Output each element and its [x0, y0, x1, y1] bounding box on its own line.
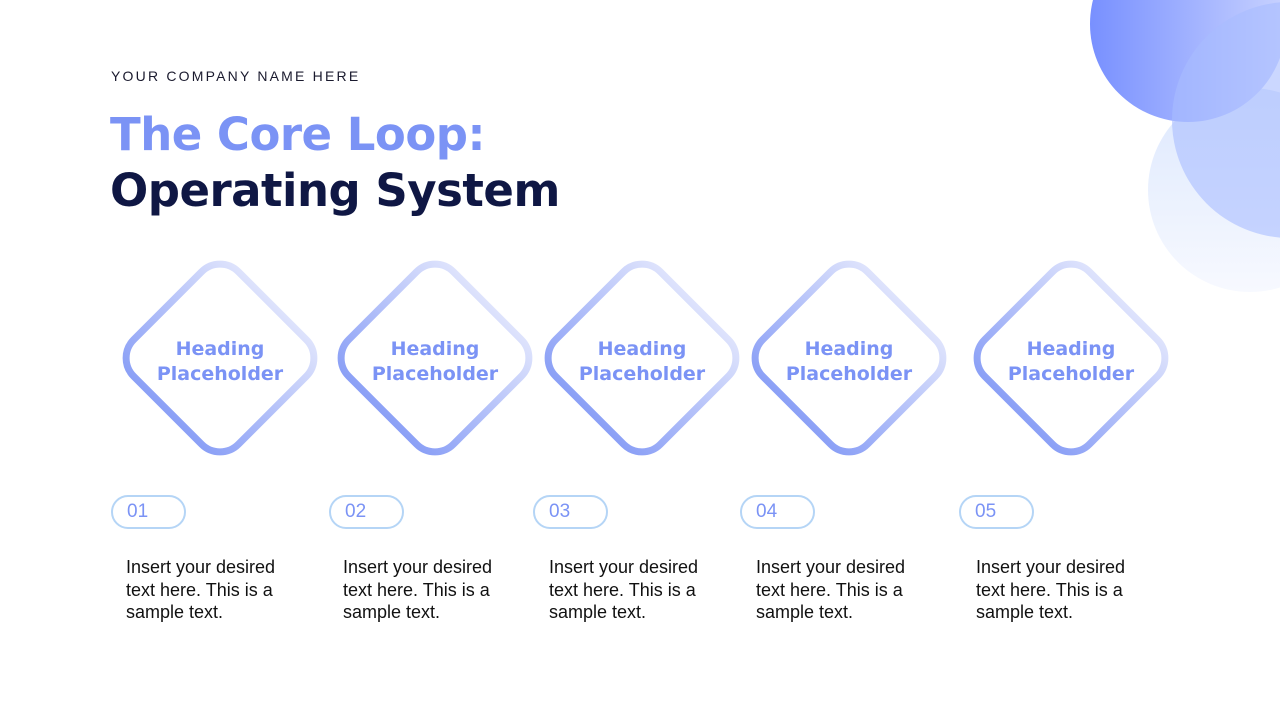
- step-heading: Heading Placeholder: [785, 338, 913, 385]
- decor-circle: [1172, 2, 1280, 238]
- step-heading: Heading Placeholder: [371, 338, 499, 385]
- diamond-shape: [337, 260, 533, 456]
- company-name: YOUR COMPANY NAME HERE: [111, 68, 361, 84]
- step-number-badge: 04: [740, 495, 815, 529]
- step-number-badge: 05: [959, 495, 1034, 529]
- step-description: Insert your desired text here. This is a…: [549, 557, 699, 622]
- step-description: Insert your desired text here. This is a…: [976, 557, 1126, 622]
- title-line-2: Operating System: [110, 164, 560, 217]
- step-description: Insert your desired text here. This is a…: [343, 557, 493, 622]
- step-number-badge: 02: [329, 495, 404, 529]
- step-heading: Heading Placeholder: [578, 338, 706, 385]
- step-number-badge: 03: [533, 495, 608, 529]
- diamond-shape: [544, 260, 740, 456]
- step-number-badge: 01: [111, 495, 186, 529]
- step-description: Insert your desired text here. This is a…: [756, 557, 906, 622]
- step-description: Insert your desired text here. This is a…: [126, 557, 276, 622]
- step-heading: Heading Placeholder: [1007, 338, 1135, 385]
- diamond-shape: [973, 260, 1169, 456]
- diamond-shape: [122, 260, 318, 456]
- title-line-1: The Core Loop:: [110, 108, 485, 161]
- diamond-shape: [751, 260, 947, 456]
- step-heading: Heading Placeholder: [156, 338, 284, 385]
